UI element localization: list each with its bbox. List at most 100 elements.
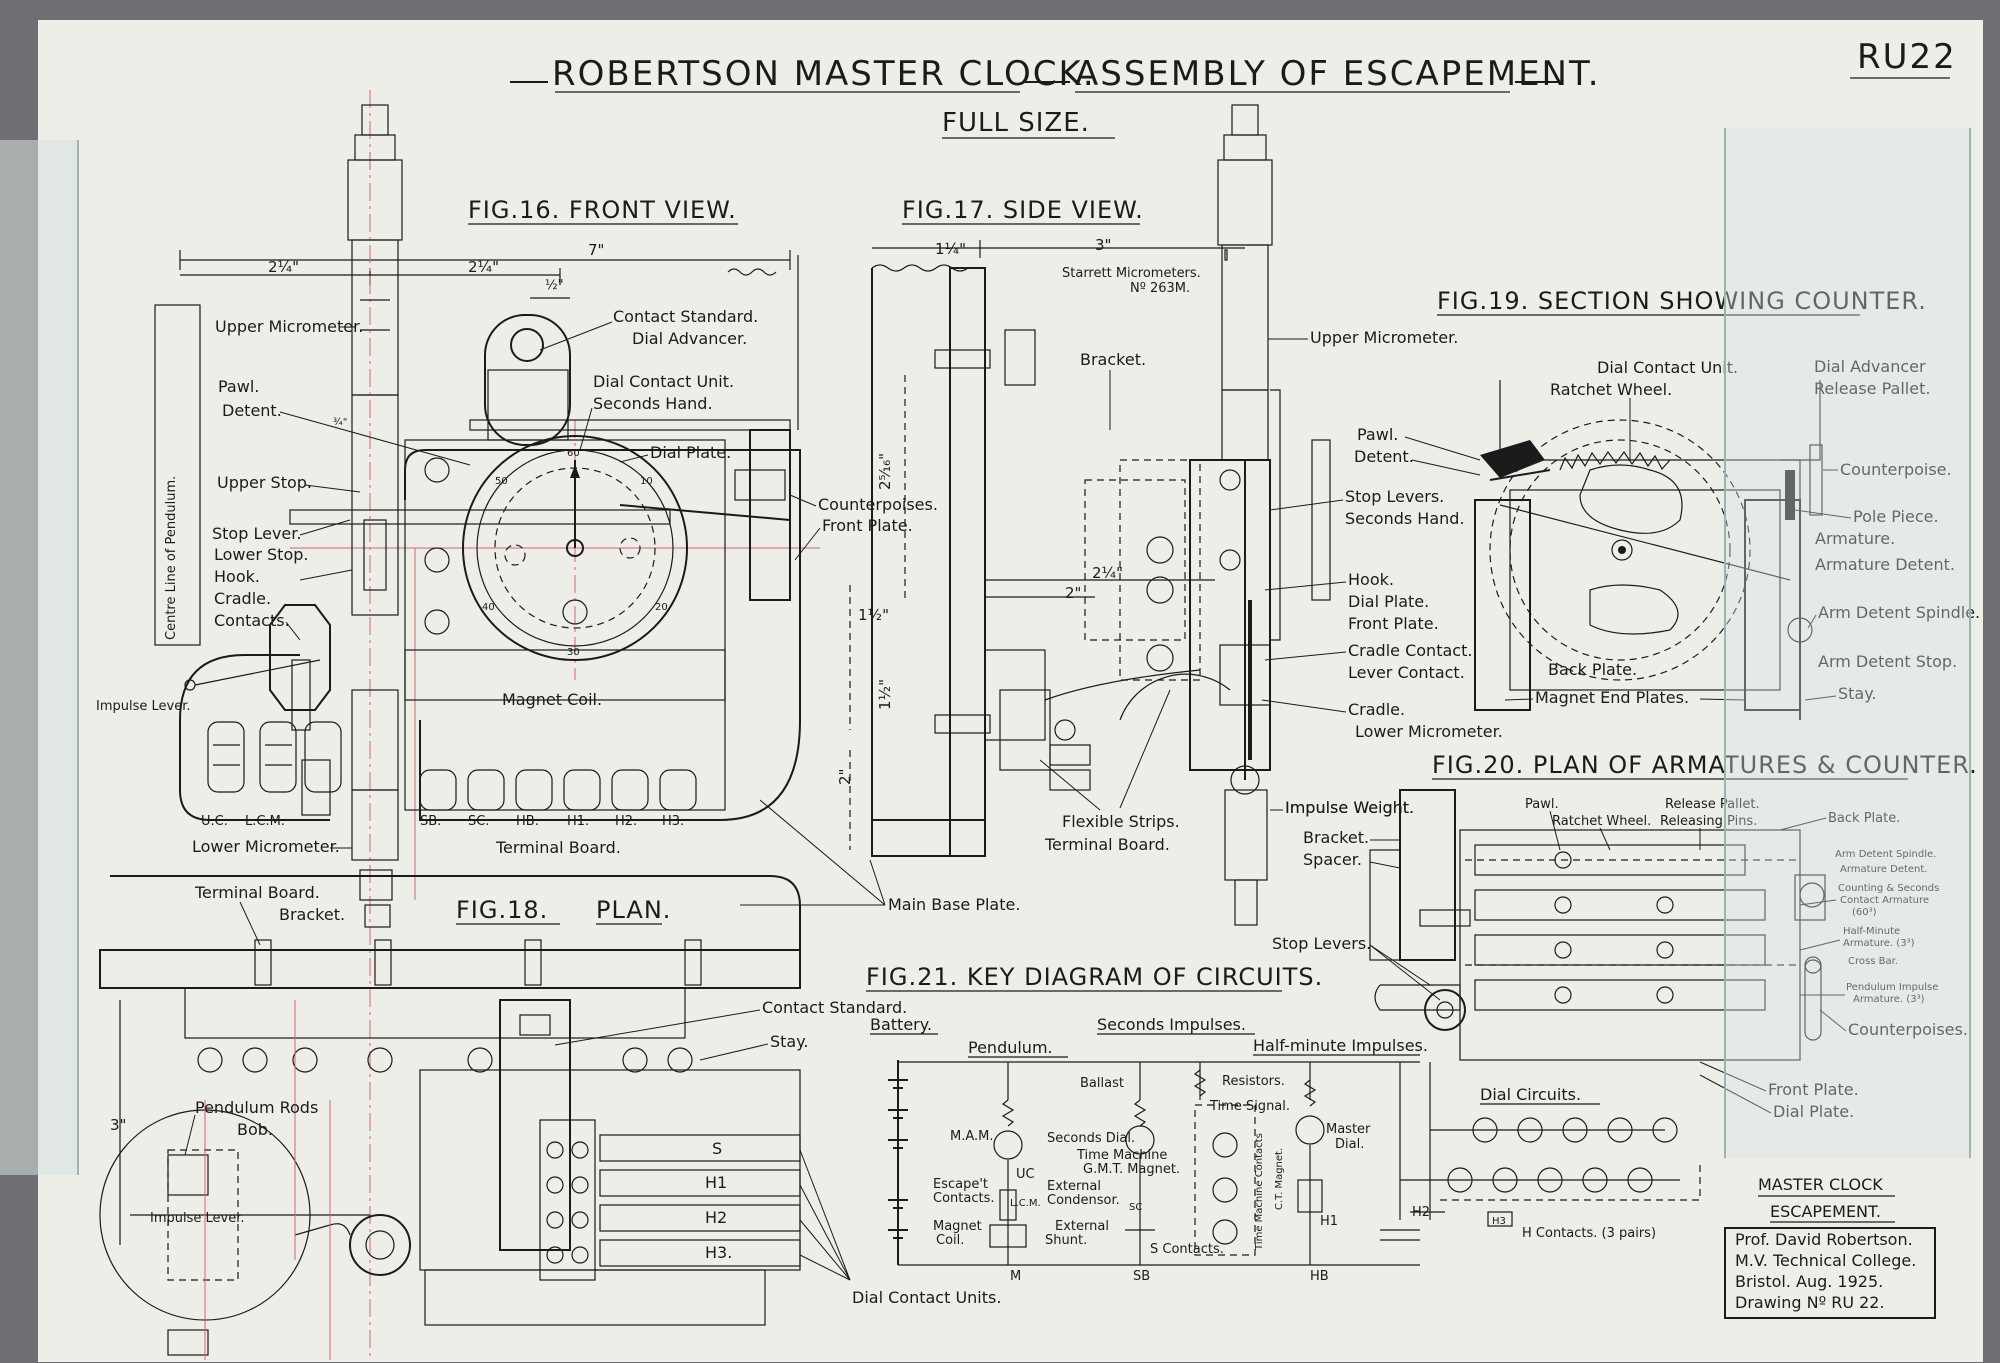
fig17-seconds-hand: Seconds Hand. <box>1345 509 1465 528</box>
fig19-dial-advancer: Dial Advancer <box>1814 357 1926 376</box>
fig18-nuts <box>197 1047 693 1073</box>
fig21-ct-magnet: C.T. Magnet. <box>1274 1148 1285 1210</box>
title-block-line-4: Drawing Nº RU 22. <box>1735 1293 1885 1312</box>
fig16-cradle: Cradle. <box>214 589 271 608</box>
title-block: MASTER CLOCK ESCAPEMENT. Prof. David Rob… <box>1724 1175 1936 1319</box>
fig21-lcm: L.C.M. <box>1010 1198 1041 1209</box>
fig16-hook: Hook. <box>214 567 260 586</box>
dial-number-20: 20 <box>655 602 668 613</box>
fig21-ballast: Ballast <box>1080 1076 1124 1091</box>
fig17-cradle-contact: Cradle Contact. <box>1348 641 1472 660</box>
fig21-resistors: Resistors. <box>1222 1074 1285 1089</box>
centre-line-box <box>154 304 201 646</box>
fig19-magnet-end-plate-left <box>1474 499 1531 711</box>
fig16-dim-7: 7" <box>588 241 604 259</box>
sheet-id: RU22 <box>1857 37 1957 77</box>
fig21-dial-circuits: Dial Circuits. <box>1480 1085 1581 1104</box>
fig18-dim-3: 3" <box>110 1116 126 1134</box>
fig21-time-machine-contacts: Time Machine Contacts <box>1254 1133 1265 1251</box>
fig21-sc: SC <box>1129 1202 1142 1213</box>
fig21-h3: H3 <box>1492 1216 1506 1227</box>
fig19-arm-detent-spindle: Arm Detent Spindle. <box>1818 603 1980 622</box>
right-glass-strip <box>1725 128 1970 1158</box>
fig16-front-plate: Front Plate. <box>822 516 913 535</box>
fig18-springs <box>254 939 702 986</box>
title-block-top: ROBERTSON MASTER CLOCK. ASSEMBLY OF ESCA… <box>510 37 1957 139</box>
fig20-releasing-pins: Releasing Pins. <box>1660 814 1757 829</box>
title-block-heading-2: ESCAPEMENT. <box>1770 1202 1881 1221</box>
fig21-sb: SB <box>1133 1269 1150 1284</box>
fig16-detent: Detent. <box>222 401 282 420</box>
fig21-hb: HB <box>1310 1269 1329 1284</box>
fig20-back-plate: Back Plate. <box>1828 811 1900 826</box>
fig16-dim-half: ½" <box>545 278 564 293</box>
fig18-pendulum-rods: Pendulum Rods <box>195 1098 318 1117</box>
fig16-centre-line-label: Centre Line of Pendulum. <box>164 476 179 640</box>
fig16-dim-2b: 2¼" <box>468 258 499 276</box>
fig17-upper-micrometer: Upper Micrometer. <box>1310 328 1458 347</box>
fig16-dim-2a: 2¼" <box>268 258 299 276</box>
fig20-plan-armatures: FIG.20. PLAN OF ARMATURES & COUNTER. Paw… <box>1272 751 1978 1121</box>
fig21-external-shunt-2: Shunt. <box>1045 1233 1087 1248</box>
fig21-mam: M.A.M. <box>950 1129 994 1144</box>
fig16-terminal-row <box>419 769 697 811</box>
title-block-line-1: Prof. David Robertson. <box>1735 1230 1913 1249</box>
fig17-dim-2q: 2¼" <box>1092 564 1123 582</box>
fig20-bracket: Bracket. <box>1303 828 1369 847</box>
fig20-counterpoises: Counterpoises. <box>1848 1020 1968 1039</box>
fig17-bracket: Bracket. <box>1080 350 1146 369</box>
terminal-lcm: L.C.M. <box>245 814 285 829</box>
fig21-external-condenser-1: External <box>1047 1179 1101 1194</box>
fig16-dial-advancer: Dial Advancer. <box>632 329 747 348</box>
fig21-battery: Battery. <box>870 1015 932 1034</box>
fig21-h2: H2 <box>1412 1205 1430 1220</box>
fig19-detent: Detent. <box>1354 447 1414 466</box>
fig21-master-dial-1: Master <box>1326 1122 1371 1137</box>
left-glass-strip <box>0 140 78 1175</box>
fig18-stay: Stay. <box>770 1032 809 1051</box>
fig16-magnet-coil: Magnet Coil. <box>502 690 602 709</box>
fig20-release-pallet: Release Pallet. <box>1665 797 1760 812</box>
fig19-back-plate: Back Plate. <box>1548 660 1637 679</box>
terminal-sb: SB. <box>420 814 441 829</box>
fig16-contact-standard: Contact Standard. <box>613 307 758 326</box>
fig16-impulse-lever: Impulse Lever. <box>96 699 191 714</box>
fig18-strip-h2: H2 <box>705 1208 727 1227</box>
fig17-dial-plate: Dial Plate. <box>1348 592 1429 611</box>
dial-plate-outer <box>462 435 688 661</box>
fig17-dim-1q: 1¼" <box>935 240 966 258</box>
fig17-starrett-no: Nº 263M. <box>1130 281 1190 296</box>
fig18-bracket: Bracket. <box>279 905 345 924</box>
fig16-dim-three-quarter: ¾" <box>333 417 347 428</box>
fig17-terminal-board: Terminal Board. <box>1044 835 1170 854</box>
dial-number-30: 30 <box>567 647 580 658</box>
fig18-strip-h3: H3. <box>705 1243 732 1262</box>
fig20-pendulum-impulse-1: Pendulum Impulse <box>1846 982 1938 993</box>
fig21-external-condenser-2: Condensor. <box>1047 1193 1120 1208</box>
title-block-heading-1: MASTER CLOCK <box>1758 1175 1883 1194</box>
fig16-lower-stop: Lower Stop. <box>214 545 308 564</box>
fig17-starrett: Starrett Micrometers. <box>1062 266 1201 281</box>
dial-number-50: 50 <box>495 476 508 487</box>
fig19-release-pallet: Release Pallet. <box>1814 379 1930 398</box>
fig17-lower-micrometer: Lower Micrometer. <box>1355 722 1503 741</box>
fig19-pawl: Pawl. <box>1357 425 1398 444</box>
fig20-title: FIG.20. PLAN OF ARMATURES & COUNTER. <box>1432 751 1978 779</box>
fig19-magnet-end-plates: Magnet End Plates. <box>1535 688 1689 707</box>
fig20-cross-bar: Cross Bar. <box>1848 956 1898 967</box>
fig17-flexible-strips: Flexible Strips. <box>1062 812 1180 831</box>
fig21-battery-cells <box>888 1079 908 1239</box>
fig21-master-dial-2: Dial. <box>1335 1137 1364 1152</box>
terminal-h1: H1. <box>567 814 589 829</box>
fig17-title: FIG.17. SIDE VIEW. <box>902 196 1144 224</box>
fig19-pole-piece: Pole Piece. <box>1853 507 1939 526</box>
fig21-escapement-contacts-1: Escape't <box>933 1177 988 1192</box>
fig20-counting-2: Contact Armature <box>1840 895 1929 906</box>
fig21-title: FIG.21. KEY DIAGRAM OF CIRCUITS. <box>866 963 1323 991</box>
fig20-impulse-weight: Impulse Weight. <box>1285 798 1414 817</box>
fig17-main-base-plate: Main Base Plate. <box>888 895 1020 914</box>
fig18-impulse-lever: Impulse Lever. <box>150 1211 245 1226</box>
fig21-s-contacts: S Contacts. <box>1150 1242 1224 1257</box>
fig18-strip-s: S <box>712 1139 722 1158</box>
